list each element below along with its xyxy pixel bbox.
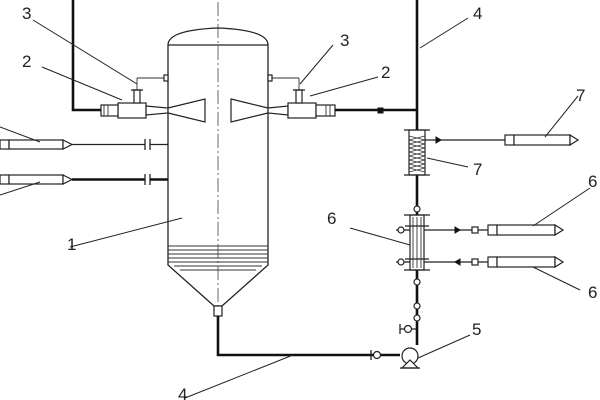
label-4-bottom: 4 xyxy=(178,385,187,400)
nozzle-right xyxy=(230,74,336,123)
inlet-lower xyxy=(0,174,168,185)
cylinder-exchanger-lower xyxy=(487,255,565,269)
inlet-upper xyxy=(0,139,168,150)
label-2-right: 2 xyxy=(381,63,390,82)
leader-lines xyxy=(0,17,591,399)
piping xyxy=(71,0,419,357)
label-1-vessel: 1 xyxy=(67,235,76,254)
nozzle-left xyxy=(100,74,206,123)
label-5-pump: 5 xyxy=(472,320,481,339)
label-6-upper: 6 xyxy=(588,172,597,191)
label-3-right: 3 xyxy=(340,31,349,50)
cylinder-exchanger-upper xyxy=(487,223,565,237)
label-2-left: 2 xyxy=(22,52,31,71)
label-6-exchanger: 6 xyxy=(327,209,336,228)
riser-valves xyxy=(399,278,421,334)
label-3-left: 3 xyxy=(22,4,31,23)
label-7-condenser: 7 xyxy=(473,160,482,179)
cylinder-condenser xyxy=(504,133,580,147)
vessel xyxy=(167,2,269,317)
label-4-top: 4 xyxy=(473,4,482,23)
left-inlets xyxy=(0,139,168,185)
pump xyxy=(370,347,420,369)
label-6-lower: 6 xyxy=(588,283,597,302)
heat-exchanger xyxy=(396,205,488,271)
label-7-right: 7 xyxy=(576,86,585,105)
condenser xyxy=(404,129,505,176)
liquid-level xyxy=(168,245,268,271)
labels: 3 2 3 2 4 7 7 1 6 6 6 5 4 xyxy=(22,4,597,400)
